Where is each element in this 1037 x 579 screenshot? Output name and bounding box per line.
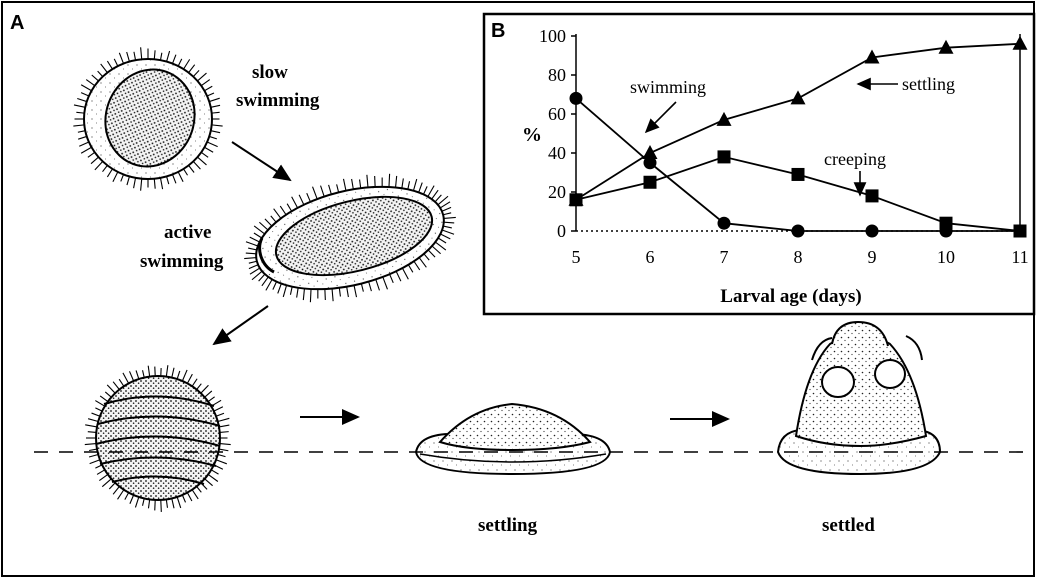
y-tick-label: 0: [557, 221, 566, 241]
label-settled: settled: [822, 515, 875, 537]
label-settling: settling: [478, 515, 537, 537]
y-tick-label: 100: [539, 26, 566, 46]
creeping-larva-illustration: [85, 365, 231, 512]
x-tick-label: 9: [868, 247, 877, 267]
y-tick-label: 40: [548, 143, 566, 163]
y-tick-label: 80: [548, 65, 566, 85]
arrow-slow-to-active: [232, 142, 290, 180]
data-point-creeping: [866, 189, 879, 202]
panel-b-frame: [484, 14, 1034, 314]
label-active-swimming-line1: active: [164, 222, 211, 244]
y-tick-label: 60: [548, 104, 566, 124]
annotation-settling: settling: [902, 74, 955, 94]
slow-swimming-larva-illustration: [73, 47, 222, 190]
x-tick-label: 6: [646, 247, 655, 267]
y-tick-label: 20: [548, 182, 566, 202]
data-point-swimming: [792, 225, 805, 238]
data-point-creeping: [792, 168, 805, 181]
x-tick-label: 10: [937, 247, 955, 267]
label-slow-swimming-line2: swimming: [236, 90, 319, 112]
label-active-swimming-line2: swimming: [140, 251, 223, 273]
annotation-creeping: creeping: [824, 149, 886, 169]
data-point-creeping: [644, 176, 657, 189]
x-axis-label: Larval age (days): [720, 286, 861, 307]
data-point-swimming: [570, 92, 583, 105]
data-point-swimming: [866, 225, 879, 238]
panel-b-letter: B: [491, 20, 505, 43]
active-swimming-larva-illustration: [244, 169, 456, 307]
y-axis-label: %: [522, 124, 542, 146]
annotation-swimming: swimming: [630, 77, 706, 97]
data-point-creeping: [1014, 225, 1027, 238]
data-point-creeping: [718, 150, 731, 163]
data-point-creeping: [940, 217, 953, 230]
x-tick-label: 8: [794, 247, 803, 267]
arrow-active-to-creeping: [214, 306, 268, 344]
x-tick-label: 7: [720, 247, 729, 267]
settling-larva-illustration: [416, 404, 610, 474]
x-tick-label: 5: [572, 247, 581, 267]
x-tick-label: 11: [1011, 247, 1028, 267]
label-slow-swimming-line1: slow: [252, 62, 288, 84]
data-point-swimming: [718, 217, 731, 230]
panel-a-letter: A: [10, 12, 24, 35]
